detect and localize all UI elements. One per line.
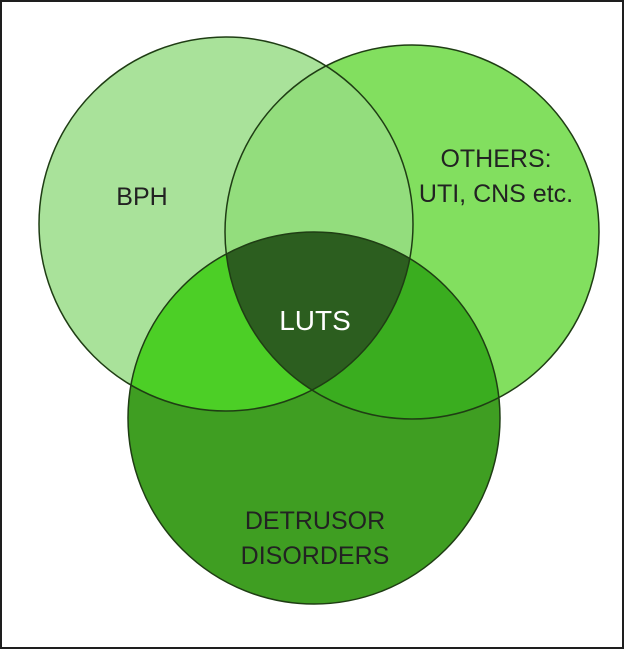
label-others-line1: OTHERS: bbox=[440, 145, 551, 173]
label-detrusor-line1: DETRUSOR bbox=[245, 507, 385, 535]
outline-bph bbox=[38, 36, 414, 412]
outline-detrusor bbox=[127, 231, 501, 605]
label-bph: BPH bbox=[116, 183, 167, 211]
label-others-line2: UTI, CNS etc. bbox=[419, 180, 573, 208]
label-center-luts: LUTS bbox=[279, 305, 351, 336]
label-detrusor-line2: DISORDERS bbox=[241, 542, 390, 570]
outline-others bbox=[224, 44, 600, 420]
